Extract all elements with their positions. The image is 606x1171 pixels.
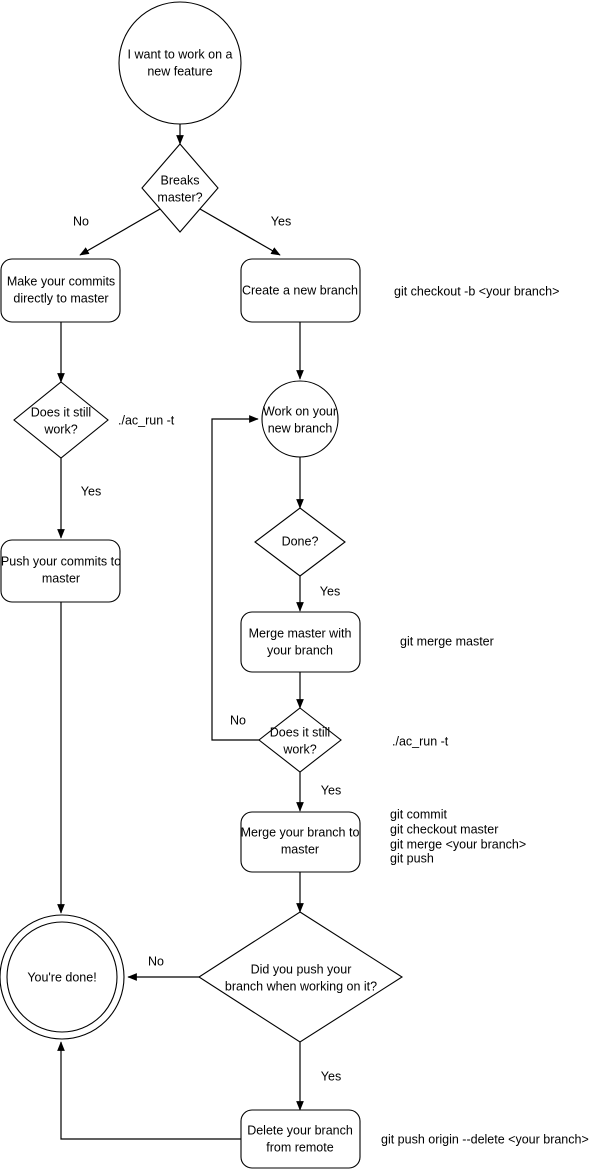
node-new-branch[interactable]: Create a new branch (240, 258, 361, 323)
edge-label-no-did-push: No (148, 954, 164, 968)
node-commits-master-line-1: Make your commits (7, 274, 115, 288)
edge-label-yes-did-push: Yes (321, 1069, 341, 1083)
node-delete-branch[interactable]: Delete your branch from remote (240, 1109, 361, 1169)
node-breaks-master-diamond (141, 143, 219, 233)
edge-delete-branch-to-youre-done (57, 1041, 241, 1140)
node-still-work-left-line-2: work? (43, 422, 77, 436)
annotation-ac-run-right: ./ac_run -t (392, 734, 449, 748)
node-merge-branch-rect (240, 811, 361, 873)
annotation-git-commit-line-2: git checkout master (390, 822, 498, 836)
node-delete-branch-line-2: from remote (266, 1140, 333, 1154)
edge-label-yes-still-work-right: Yes (321, 783, 341, 797)
node-still-work-left[interactable]: Does it still work? (13, 381, 109, 459)
node-push-commits-line-1: Push your commits to (1, 554, 121, 568)
node-commits-master-rect (0, 258, 121, 323)
node-done-question-diamond (254, 507, 346, 577)
node-did-push-line-1: Did you push your (251, 962, 352, 976)
node-delete-branch-line-1: Delete your branch (247, 1123, 353, 1137)
node-still-work-left-diamond (13, 381, 109, 459)
annotations-layer: git checkout -b <your branch> ./ac_run -… (118, 284, 589, 1146)
node-did-push-diamond (197, 911, 404, 1043)
node-merge-branch[interactable]: Merge your branch to master (240, 811, 361, 873)
node-still-work-right-line-1: Does it still (270, 725, 330, 739)
annotation-git-commit-line-1: git commit (390, 807, 447, 821)
node-breaks-master[interactable]: Breaks master? (141, 143, 219, 233)
edge-label-yes-still-work-left: Yes (81, 484, 101, 498)
node-done-question-line-1: Done? (282, 534, 319, 548)
node-merge-branch-line-1: Merge your branch to (241, 825, 360, 839)
edge-breaks-master-to-new-branch (199, 208, 281, 256)
node-commits-master-line-2: directly to master (13, 291, 108, 305)
node-commits-master[interactable]: Make your commits directly to master (0, 258, 121, 323)
node-merge-master-line-1: Merge master with (249, 626, 352, 640)
node-breaks-master-line-1: Breaks (161, 173, 200, 187)
annotation-git-merge-master: git merge master (400, 634, 494, 648)
annotation-git-checkout: git checkout -b <your branch> (394, 284, 559, 298)
node-youre-done-inner-circle (6, 921, 118, 1033)
nodes-layer: I want to work on a new feature Breaks m… (0, 1, 404, 1169)
edge-label-no-breaks-master: No (73, 214, 89, 228)
node-youre-done-label: You're done! (27, 970, 96, 984)
node-work-branch-line-2: new branch (268, 421, 333, 435)
node-start[interactable]: I want to work on a new feature (118, 1, 242, 125)
node-merge-master-rect (240, 611, 361, 673)
node-merge-master-line-2: your branch (267, 643, 333, 657)
node-new-branch-rect (240, 258, 361, 323)
node-youre-done[interactable]: You're done! (0, 914, 125, 1040)
annotation-git-push-delete: git push origin --delete <your branch> (381, 1132, 589, 1146)
annotation-git-commit-line-4: git push (390, 851, 434, 865)
edges-layer (57, 124, 304, 1140)
edge-labels-layer: No Yes Yes Yes No Yes No Yes (73, 214, 341, 1083)
node-work-branch-circle (261, 380, 339, 458)
node-still-work-right[interactable]: Does it still work? (258, 707, 342, 773)
node-work-branch-line-1: Work on your (263, 404, 337, 418)
node-breaks-master-line-2: master? (157, 190, 202, 204)
edge-breaks-master-to-commits-master (79, 208, 161, 256)
node-push-commits[interactable]: Push your commits to master (0, 539, 121, 603)
node-still-work-right-line-2: work? (282, 742, 316, 756)
node-work-branch[interactable]: Work on your new branch (261, 380, 339, 458)
node-delete-branch-rect (240, 1109, 361, 1169)
edge-label-yes-done: Yes (320, 584, 340, 598)
node-new-branch-line-1: Create a new branch (242, 283, 358, 297)
annotation-git-commit-block: git commit git checkout master git merge… (390, 807, 526, 865)
node-start-line-1: I want to work on a (128, 47, 233, 61)
node-still-work-left-line-1: Does it still (31, 405, 91, 419)
edge-label-yes-breaks-master: Yes (271, 214, 291, 228)
node-merge-branch-line-2: master (281, 842, 319, 856)
edge-still-work-right-no-loopback (211, 415, 259, 741)
annotation-git-commit-line-3: git merge <your branch> (390, 837, 526, 851)
node-start-circle (118, 1, 242, 125)
node-push-commits-rect (0, 539, 121, 603)
node-did-push-line-2: branch when working on it? (225, 979, 377, 993)
node-merge-master[interactable]: Merge master with your branch (240, 611, 361, 673)
edge-label-no-still-work-right: No (230, 713, 246, 727)
node-did-push[interactable]: Did you push your branch when working on… (197, 911, 404, 1043)
node-done-question[interactable]: Done? (254, 507, 346, 577)
node-still-work-right-diamond (258, 707, 342, 773)
node-push-commits-line-2: master (42, 571, 80, 585)
node-start-line-2: new feature (147, 64, 212, 78)
annotation-ac-run-left: ./ac_run -t (118, 413, 175, 427)
